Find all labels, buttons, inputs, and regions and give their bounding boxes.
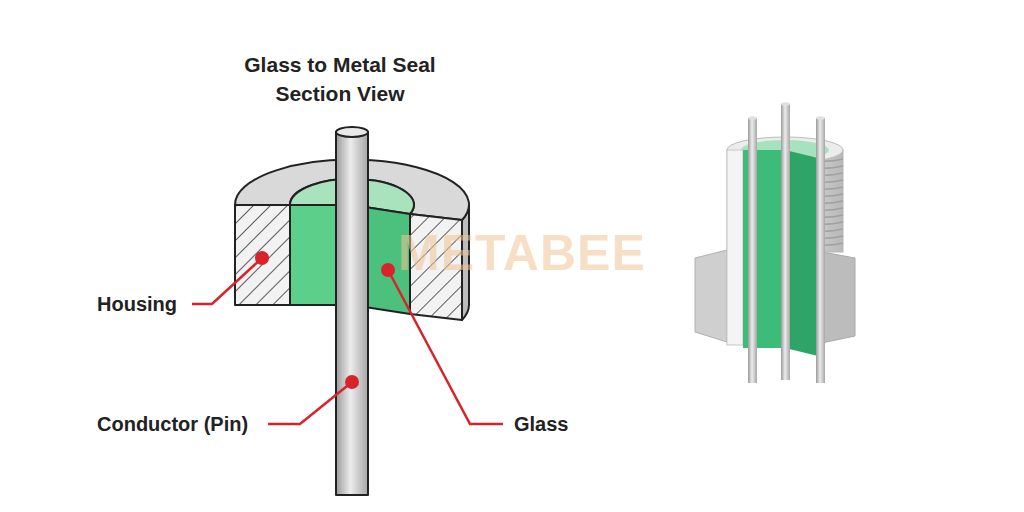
leader-dots [255, 251, 395, 389]
leader-lines [192, 258, 503, 424]
diagram-title: Glass to Metal Seal Section View [220, 50, 460, 108]
watermark: METABEE [398, 225, 646, 281]
section-drawing [235, 127, 469, 495]
part-label: Conductor (Pin) [97, 412, 248, 436]
part-label: Glass [514, 412, 568, 436]
feedthrough-drawing [695, 102, 855, 383]
part-label: Housing [97, 292, 177, 316]
